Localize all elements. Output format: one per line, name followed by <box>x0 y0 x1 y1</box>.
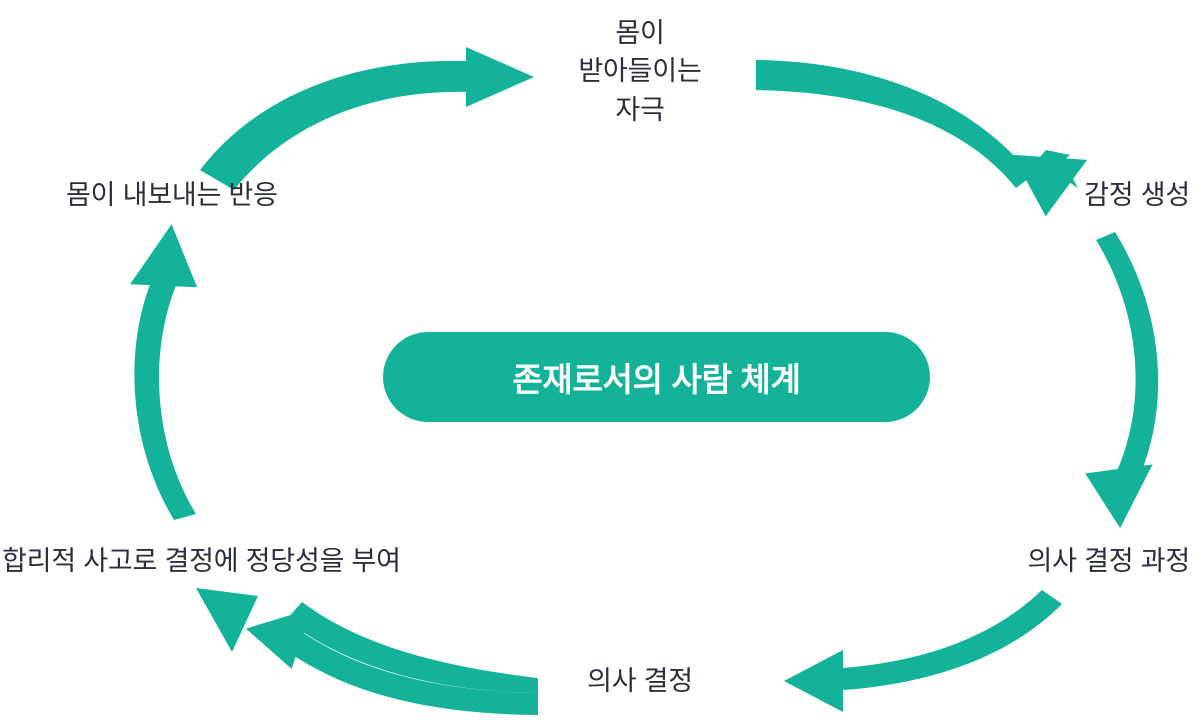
center-pill-label: 존재로서의 사람 체계 <box>512 361 801 398</box>
node-label-stimulus: 몸이 받아들이는 자극 <box>578 18 702 125</box>
node-label-decision: 의사 결정 <box>587 666 693 696</box>
arrow-decision-process-to-decision <box>784 590 1062 712</box>
arrow-decision-to-rationalization <box>196 588 538 715</box>
center-pill: 존재로서의 사람 체계 <box>383 332 930 422</box>
node-label-decision-process: 의사 결정 과정 <box>1027 546 1191 576</box>
node-label-response: 몸이 내보내는 반응 <box>66 180 278 210</box>
arrow-rationalization-to-response <box>130 224 198 520</box>
arrow-response-to-stimulus <box>200 47 534 190</box>
node-label-emotion: 감정 생성 <box>1084 180 1190 210</box>
node-label-rationalization: 합리적 사고로 결정에 정당성을 부여 <box>2 546 401 576</box>
arrow-emotion-to-decision-process <box>1085 232 1159 529</box>
arrow-stimulus-to-emotion <box>756 60 1088 217</box>
